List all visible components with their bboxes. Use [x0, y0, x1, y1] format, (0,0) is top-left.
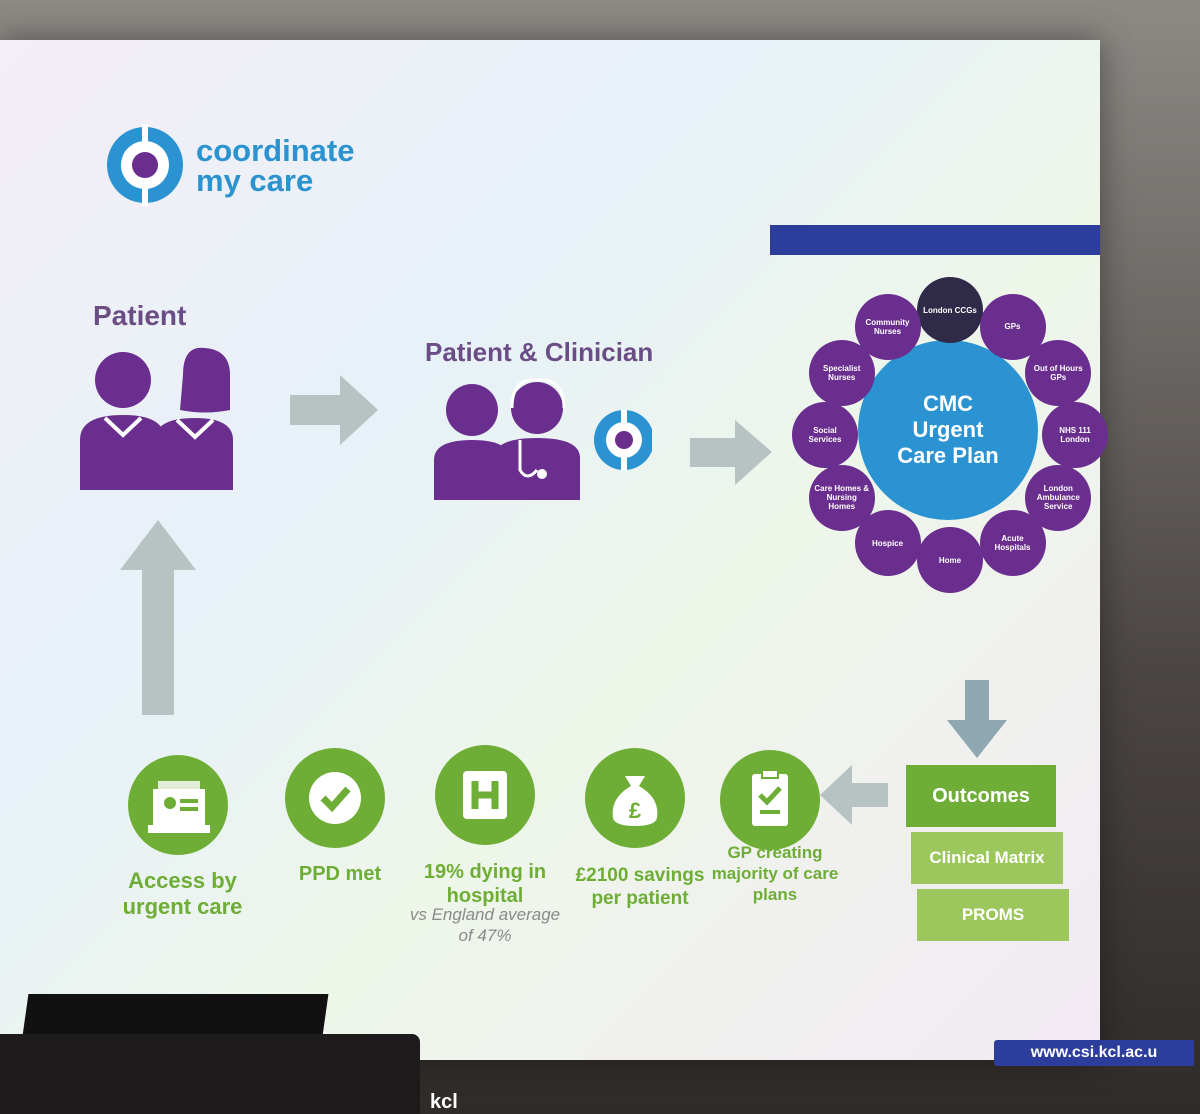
- center-line-1: CMC: [922, 391, 974, 416]
- proms-box: PROMS: [917, 889, 1069, 941]
- cmc-urgent-care-plan-circle: CMC Urgent Care Plan: [858, 340, 1038, 520]
- patient-clinician-icon: [434, 378, 652, 500]
- center-line-2: Urgent: [912, 417, 984, 442]
- care-plan-clipboard-icon: [720, 750, 820, 850]
- footer-url: www.csi.kcl.ac.u: [994, 1040, 1194, 1066]
- slide-top-bar: [770, 225, 1100, 255]
- logo-line-2: my care: [196, 163, 314, 198]
- ring-node: London CCGs: [917, 277, 983, 343]
- ring-node: NHS 111 London: [1042, 402, 1108, 468]
- arrow-right-icon: [290, 375, 378, 445]
- svg-text:£: £: [629, 798, 642, 823]
- metric-label: PPD met: [298, 863, 382, 885]
- metric-label: Access by urgent care: [122, 868, 243, 919]
- coordinate-my-care-logo-icon: [107, 124, 183, 206]
- metric-label: 19% dying in hospital: [423, 861, 547, 907]
- arrow-up-icon: [120, 520, 196, 715]
- center-line-3: Care Plan: [897, 443, 999, 468]
- patient-couple-icon: [80, 347, 233, 490]
- laptop-base: [0, 1034, 420, 1114]
- ring-node: Home: [917, 527, 983, 593]
- access-by-urgent-care-icon: [128, 755, 228, 855]
- metric-label: GP creating majority of care plans: [711, 843, 839, 904]
- ppd-met-badge-icon: [285, 748, 385, 848]
- metric-sublabel: vs England average of 47%: [409, 905, 561, 945]
- ring-node: Hospice: [854, 510, 921, 577]
- footer-kcl: kcl: [430, 1091, 458, 1113]
- logo-line-1: coordinate: [196, 133, 355, 168]
- ring-node: Acute Hospitals: [979, 510, 1046, 577]
- clinical-matrix-box: Clinical Matrix: [911, 832, 1063, 884]
- hospital-icon: [435, 745, 535, 845]
- ring-node: Out of Hours GPs: [1025, 339, 1092, 406]
- ring-node: Care Homes & Nursing Homes: [808, 464, 875, 531]
- patient-clinician-label: Patient & Clinician: [425, 337, 654, 367]
- arrow-left-icon: [820, 765, 888, 825]
- arrow-right-icon: [690, 420, 772, 485]
- ring-node: Social Services: [792, 402, 858, 468]
- ring-node: Community Nurses: [854, 293, 921, 360]
- logo-text: coordinate my care: [196, 133, 355, 198]
- metric-label: £2100 savings per patient: [575, 865, 705, 909]
- ring-node: Specialist Nurses: [808, 339, 875, 406]
- arrow-down-icon: [947, 680, 1007, 758]
- outcomes-box: Outcomes: [906, 765, 1056, 827]
- patient-label: Patient: [93, 300, 187, 331]
- money-bag-icon: £: [585, 748, 685, 848]
